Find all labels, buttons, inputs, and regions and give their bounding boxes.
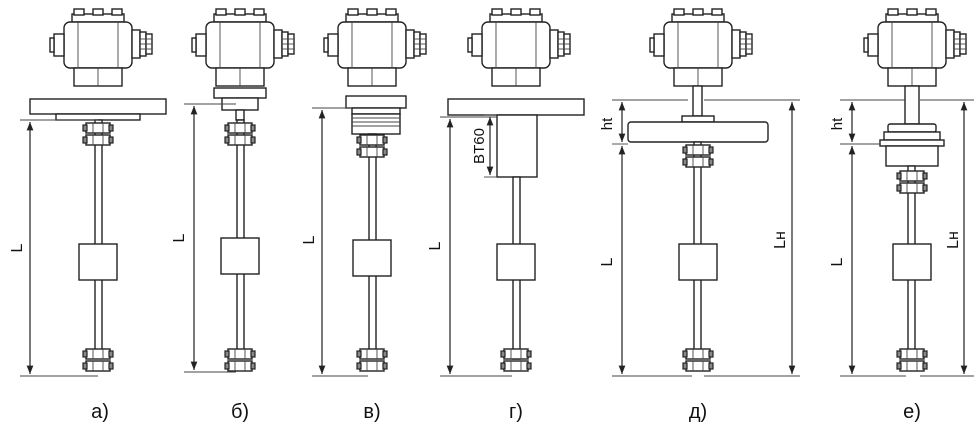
length-label-BT60: BT60 — [471, 128, 488, 164]
caption-e: е) — [903, 401, 921, 423]
sensor-housing-icon — [191, 8, 295, 87]
length-label-Ln: Lн — [945, 231, 962, 249]
length-label-Ln: Lн — [772, 231, 789, 249]
caption-v: в) — [363, 401, 380, 423]
caption-d: д) — [689, 401, 707, 423]
length-label-ht: ht — [599, 117, 616, 130]
length-label-L: L — [171, 233, 188, 242]
caption-a: а) — [91, 401, 109, 423]
variant-b: L б) — [171, 8, 295, 423]
sensor-housing-icon — [863, 8, 967, 87]
variant-g: L BT60 г) — [427, 8, 585, 423]
flange-icon — [29, 98, 167, 115]
sensor-housing-icon — [649, 8, 753, 87]
float-icon — [678, 243, 718, 281]
sensor-housing-icon — [323, 8, 427, 87]
variant-d: ht L Lн д) — [599, 8, 800, 423]
float-icon — [352, 239, 392, 277]
variant-v: L в) — [301, 8, 427, 423]
length-label-L: L — [301, 235, 318, 244]
variant-e: ht L Lн е) — [829, 8, 974, 423]
float-icon — [78, 243, 118, 281]
caption-b: б) — [231, 401, 249, 423]
length-label-ht: ht — [829, 117, 846, 130]
length-label-L: L — [599, 257, 616, 266]
fitting-icon — [885, 145, 939, 167]
sensor-housing-icon — [49, 8, 153, 87]
float-icon — [892, 243, 932, 281]
variant-a: L а) — [9, 8, 167, 423]
length-label-L: L — [9, 243, 26, 252]
float-icon — [220, 237, 260, 275]
pipe-sleeve — [496, 114, 538, 178]
flange-icon — [627, 121, 769, 143]
length-label-L: L — [829, 257, 846, 266]
sensor-housing-icon — [467, 8, 571, 87]
caption-g: г) — [509, 401, 523, 423]
float-icon — [496, 243, 536, 281]
length-label-L: L — [427, 241, 444, 250]
fitting-icon — [351, 113, 401, 135]
flange-icon — [447, 98, 585, 116]
